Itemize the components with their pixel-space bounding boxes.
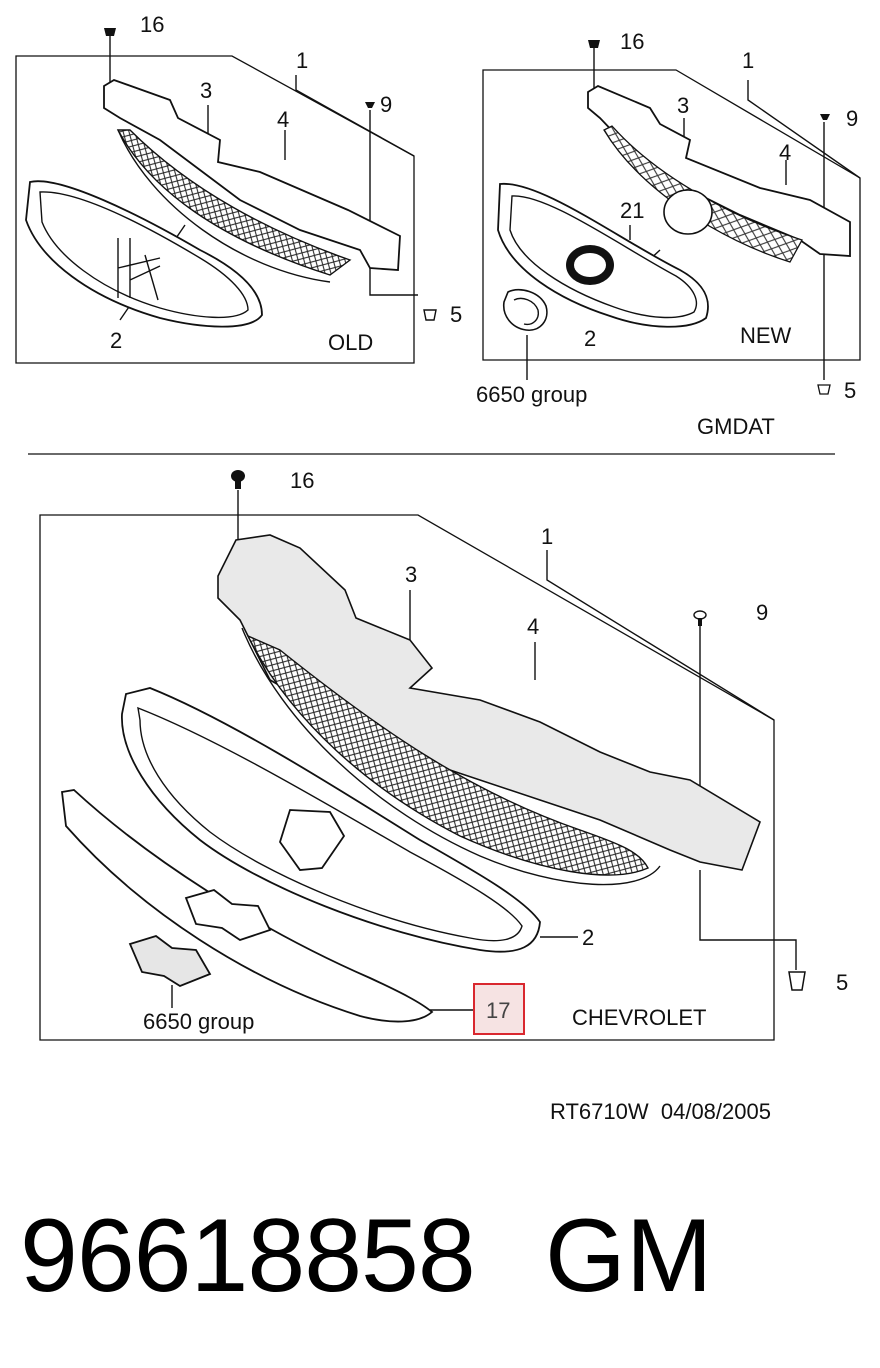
new-callout-2: 2 xyxy=(584,326,596,351)
new-6650-group-label: 6650 group xyxy=(476,382,587,407)
old-panel xyxy=(15,28,437,364)
chevrolet-callout-1: 1 xyxy=(541,524,553,549)
old-mesh-grille xyxy=(116,129,352,276)
old-upper-bracket xyxy=(103,79,401,271)
new-caption: NEW xyxy=(740,323,792,348)
part-number: 96618858 xyxy=(20,1198,476,1314)
chevrolet-lower-trim xyxy=(61,789,434,1023)
chevrolet-grille-badge-mount xyxy=(279,809,346,871)
screw-9-icon xyxy=(693,610,707,626)
drawing-reference: RT6710W 04/08/2005 xyxy=(550,1099,771,1124)
old-callout-16: 16 xyxy=(140,12,164,37)
chevrolet-callout-5: 5 xyxy=(836,970,848,995)
screw-9-icon xyxy=(365,102,375,108)
chevrolet-panel xyxy=(39,470,806,1041)
manufacturer-name: GM xyxy=(545,1198,713,1314)
nut-5-icon xyxy=(788,971,806,991)
chevrolet-caption: CHEVROLET xyxy=(572,1005,706,1030)
new-mesh-grille xyxy=(603,125,803,263)
new-center-emblem xyxy=(663,189,713,235)
nut-5-icon xyxy=(817,384,831,395)
old-grille-shell xyxy=(25,180,263,328)
chevrolet-loose-bowtie xyxy=(128,935,212,988)
chevrolet-callout-3: 3 xyxy=(405,562,417,587)
clip-16-icon xyxy=(231,470,245,489)
old-panel-frame xyxy=(15,55,415,364)
nut-5-icon xyxy=(423,309,437,321)
chevrolet-mesh-grille xyxy=(246,634,649,876)
highlight-callout-17[interactable]: 17 xyxy=(486,998,510,1023)
clip-16-icon xyxy=(104,28,116,36)
old-caption: OLD xyxy=(328,330,373,355)
old-callout-4: 4 xyxy=(277,107,289,132)
new-callout-21: 21 xyxy=(620,198,644,223)
new-callout-9: 9 xyxy=(846,106,858,131)
old-callout-1: 1 xyxy=(296,48,308,73)
new-callout-3: 3 xyxy=(677,93,689,118)
chevrolet-callout-16: 16 xyxy=(290,468,314,493)
chevrolet-callout-4: 4 xyxy=(527,614,539,639)
chevrolet-callout-2: 2 xyxy=(582,925,594,950)
chevrolet-trim-bowtie xyxy=(184,889,272,941)
old-callout-9: 9 xyxy=(380,92,392,117)
new-panel-frame xyxy=(482,69,861,361)
clip-16-icon xyxy=(588,40,600,48)
old-callout-5: 5 xyxy=(450,302,462,327)
chevrolet-panel-frame xyxy=(39,514,775,1041)
screw-9-icon xyxy=(820,114,830,120)
old-callout-2: 2 xyxy=(110,328,122,353)
new-callout-5: 5 xyxy=(844,378,856,403)
chevrolet-6650-group-label: 6650 group xyxy=(143,1009,254,1034)
old-callout-3: 3 xyxy=(200,78,212,103)
new-panel xyxy=(482,40,861,395)
new-callout-4: 4 xyxy=(779,140,791,165)
new-callout-16: 16 xyxy=(620,29,644,54)
chevrolet-callout-9: 9 xyxy=(756,600,768,625)
highlight-callout-17-box[interactable] xyxy=(473,983,525,1035)
new-callout-1: 1 xyxy=(742,48,754,73)
gmdat-brand: GMDAT xyxy=(697,414,775,439)
